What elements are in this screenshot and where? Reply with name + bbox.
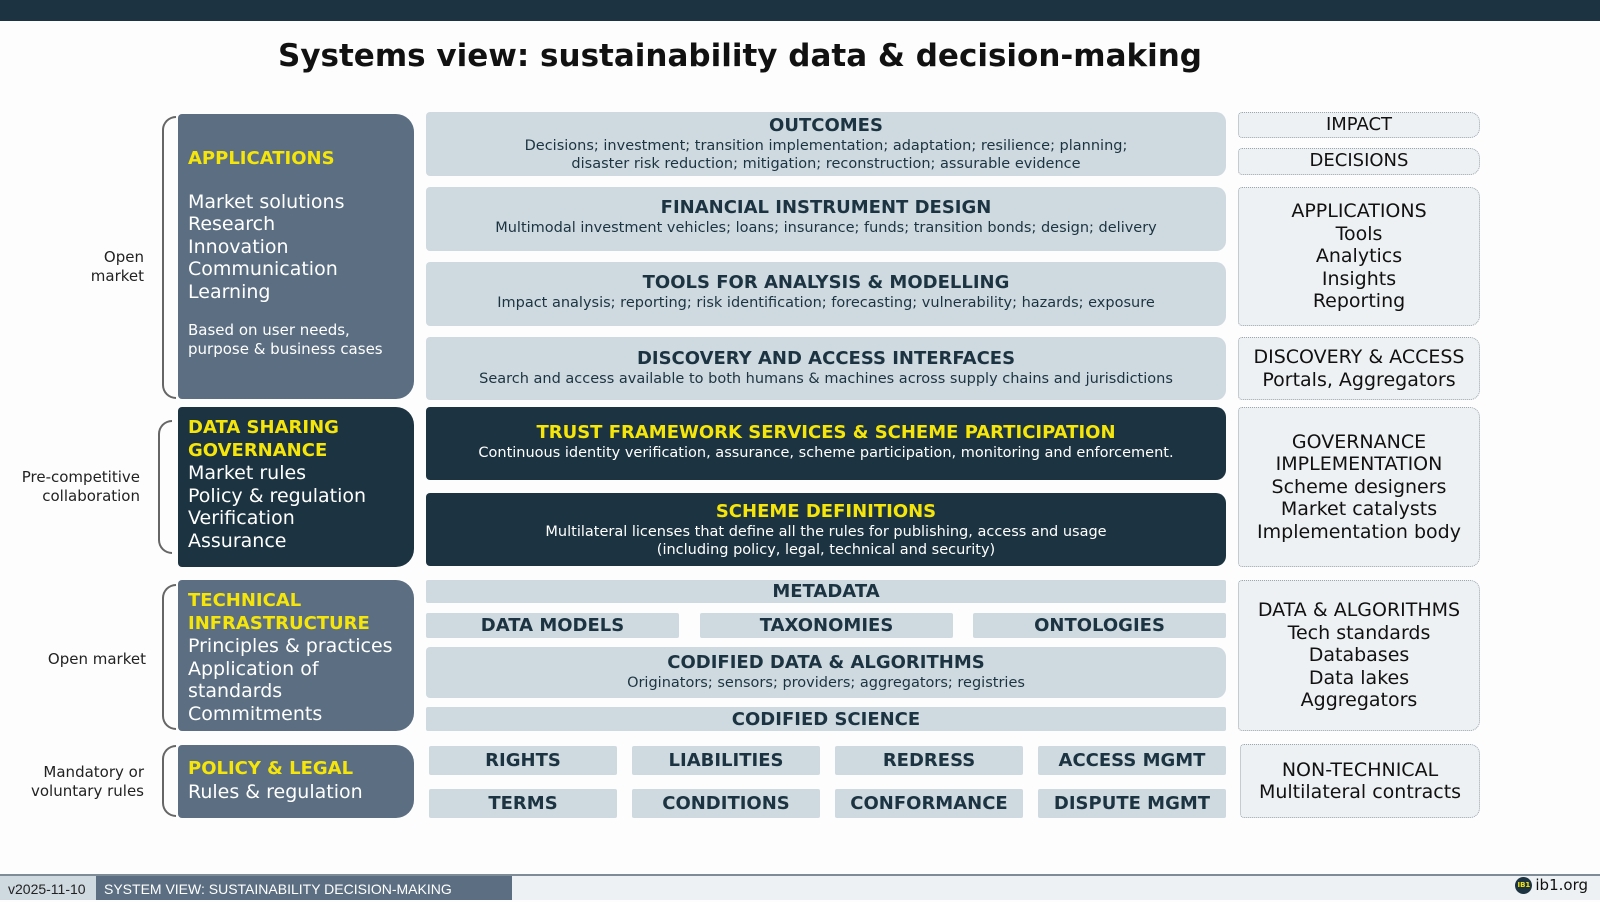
access-mgmt-pill: ACCESS MGMT xyxy=(1038,746,1226,775)
outcomes-desc2: disaster risk reduction; mitigation; rec… xyxy=(571,156,1081,172)
decisions-box: DECISIONS xyxy=(1238,148,1480,175)
list-item: Application of standards xyxy=(188,657,319,703)
label-mandatory: Mandatory or voluntary rules xyxy=(30,763,144,800)
trust-title: TRUST FRAMEWORK SERVICES & SCHEME PARTIC… xyxy=(536,422,1116,443)
trust-box: TRUST FRAMEWORK SERVICES & SCHEME PARTIC… xyxy=(426,407,1226,480)
trust-desc: Continuous identity verification, assura… xyxy=(478,445,1174,461)
data-models-pill: DATA MODELS xyxy=(426,613,679,638)
codified-desc: Originators; sensors; providers; aggrega… xyxy=(627,675,1025,691)
list-item: Research xyxy=(188,213,276,235)
right-data-box: DATA & ALGORITHMS Tech standards Databas… xyxy=(1238,580,1480,731)
ib1-logo[interactable]: IB1 ib1.org xyxy=(1515,876,1588,894)
terms-pill: TERMS xyxy=(429,789,617,818)
discovery-title: DISCOVERY AND ACCESS INTERFACES xyxy=(636,348,1016,369)
list-item: Reporting xyxy=(1312,290,1406,313)
dispute-mgmt-pill: DISPUTE MGMT xyxy=(1038,789,1226,818)
rights-pill: RIGHTS xyxy=(429,746,617,775)
list-item: Tech standards xyxy=(1287,621,1431,644)
codified-science-bar: CODIFIED SCIENCE xyxy=(426,707,1226,731)
outcomes-title: OUTCOMES xyxy=(769,115,883,136)
technical-box: TECHNICAL INFRASTRUCTURE Principles & pr… xyxy=(178,580,414,731)
list-item: Tools xyxy=(1335,222,1383,245)
tools-title: TOOLS FOR ANALYSIS & MODELLING xyxy=(642,272,1010,293)
policy-title: POLICY & LEGAL xyxy=(188,758,354,779)
brace xyxy=(162,584,176,730)
right-applications-box: APPLICATIONS Tools Analytics Insights Re… xyxy=(1238,187,1480,326)
top-bar xyxy=(0,0,1600,21)
list-item: Databases xyxy=(1308,644,1410,667)
right-nontech-title: NON-TECHNICAL xyxy=(1281,758,1439,781)
applications-box: APPLICATIONS Market solutions Research I… xyxy=(178,114,414,399)
list-item: Verification xyxy=(188,507,295,529)
scheme-box: SCHEME DEFINITIONS Multilateral licenses… xyxy=(426,493,1226,566)
list-item: Insights xyxy=(1321,267,1397,290)
list-item: Multilateral contracts xyxy=(1258,781,1462,803)
brace xyxy=(162,116,176,399)
discovery-box: DISCOVERY AND ACCESS INTERFACES Search a… xyxy=(426,337,1226,400)
codified-box: CODIFIED DATA & ALGORITHMS Originators; … xyxy=(426,647,1226,698)
list-item: Portals, Aggregators xyxy=(1262,368,1456,391)
data-sharing-box: DATA SHARING GOVERNANCE Market rules Pol… xyxy=(178,407,414,567)
right-nontech-box: NON-TECHNICAL Multilateral contracts xyxy=(1240,744,1480,818)
tools-desc: Impact analysis; reporting; risk identif… xyxy=(497,295,1155,311)
right-discovery-title: DISCOVERY & ACCESS xyxy=(1253,346,1465,368)
taxonomies-pill: TAXONOMIES xyxy=(700,613,953,638)
list-item: Communication xyxy=(188,258,338,280)
list-item: Scheme designers xyxy=(1271,475,1447,498)
brace xyxy=(162,745,176,817)
label-open-market-2: Open market xyxy=(47,650,146,668)
list-item: Aggregators xyxy=(1300,689,1418,712)
version-label: v2025-11-10 xyxy=(0,874,96,900)
right-discovery-box: DISCOVERY & ACCESS Portals, Aggregators xyxy=(1238,337,1480,400)
site-link[interactable]: ib1.org xyxy=(1535,876,1588,894)
right-governance-title: GOVERNANCE xyxy=(1291,430,1427,453)
ib1-logo-icon: IB1 xyxy=(1515,876,1533,894)
list-item: Learning xyxy=(188,280,271,303)
financial-box: FINANCIAL INSTRUMENT DESIGN Multimodal i… xyxy=(426,187,1226,251)
financial-desc: Multimodal investment vehicles; loans; i… xyxy=(495,220,1157,236)
list-item: Analytics xyxy=(1315,245,1403,268)
right-governance-box: GOVERNANCE IMPLEMENTATION Scheme designe… xyxy=(1238,407,1480,567)
financial-title: FINANCIAL INSTRUMENT DESIGN xyxy=(660,197,992,218)
applications-title: APPLICATIONS xyxy=(188,148,335,169)
right-applications-title: APPLICATIONS xyxy=(1291,200,1427,223)
list-item: Rules & regulation xyxy=(188,780,363,803)
metadata-bar: METADATA xyxy=(426,580,1226,603)
list-item: Market solutions xyxy=(188,190,345,213)
outcomes-desc: Decisions; investment; transition implem… xyxy=(524,138,1128,154)
redress-pill: REDRESS xyxy=(835,746,1023,775)
list-item: Commitments xyxy=(188,702,323,725)
ontologies-pill: ONTOLOGIES xyxy=(973,613,1226,638)
scheme-desc2: (including policy, legal, technical and … xyxy=(656,542,996,558)
scheme-desc: Multilateral licenses that define all th… xyxy=(545,524,1107,540)
list-item: Policy & regulation xyxy=(188,484,367,507)
conformance-pill: CONFORMANCE xyxy=(835,789,1023,818)
outcomes-box: OUTCOMES Decisions; investment; transiti… xyxy=(426,112,1226,176)
page-title: Systems view: sustainability data & deci… xyxy=(278,38,1202,74)
right-data-title: DATA & ALGORITHMS xyxy=(1257,599,1461,622)
label-open-market: Open market xyxy=(90,248,144,285)
label-pre-competitive: Pre-competitive collaboration xyxy=(21,468,140,505)
list-item: Market catalysts xyxy=(1280,498,1438,521)
technical-title: TECHNICAL INFRASTRUCTURE xyxy=(188,590,370,634)
tools-box: TOOLS FOR ANALYSIS & MODELLING Impact an… xyxy=(426,262,1226,326)
footer-title: SYSTEM VIEW: SUSTAINABILITY DECISION-MAK… xyxy=(96,874,512,900)
list-item: Assurance xyxy=(188,529,287,552)
list-item: Principles & practices xyxy=(188,635,393,657)
list-item: IMPLEMENTATION xyxy=(1275,453,1443,476)
impact-box: IMPACT xyxy=(1238,112,1480,138)
data-sharing-title: DATA SHARING GOVERNANCE xyxy=(188,417,339,461)
policy-box: POLICY & LEGAL Rules & regulation xyxy=(178,745,414,818)
list-item: Data lakes xyxy=(1308,666,1410,689)
list-item: Implementation body xyxy=(1257,520,1461,543)
applications-note: Based on user needs, purpose & business … xyxy=(188,321,383,358)
liabilities-pill: LIABILITIES xyxy=(632,746,820,775)
conditions-pill: CONDITIONS xyxy=(632,789,820,818)
discovery-desc: Search and access available to both huma… xyxy=(479,371,1173,387)
list-item: Market rules xyxy=(188,462,307,484)
list-item: Innovation xyxy=(188,235,289,258)
brace xyxy=(158,420,172,554)
scheme-title: SCHEME DEFINITIONS xyxy=(715,501,937,522)
codified-title: CODIFIED DATA & ALGORITHMS xyxy=(667,652,985,673)
